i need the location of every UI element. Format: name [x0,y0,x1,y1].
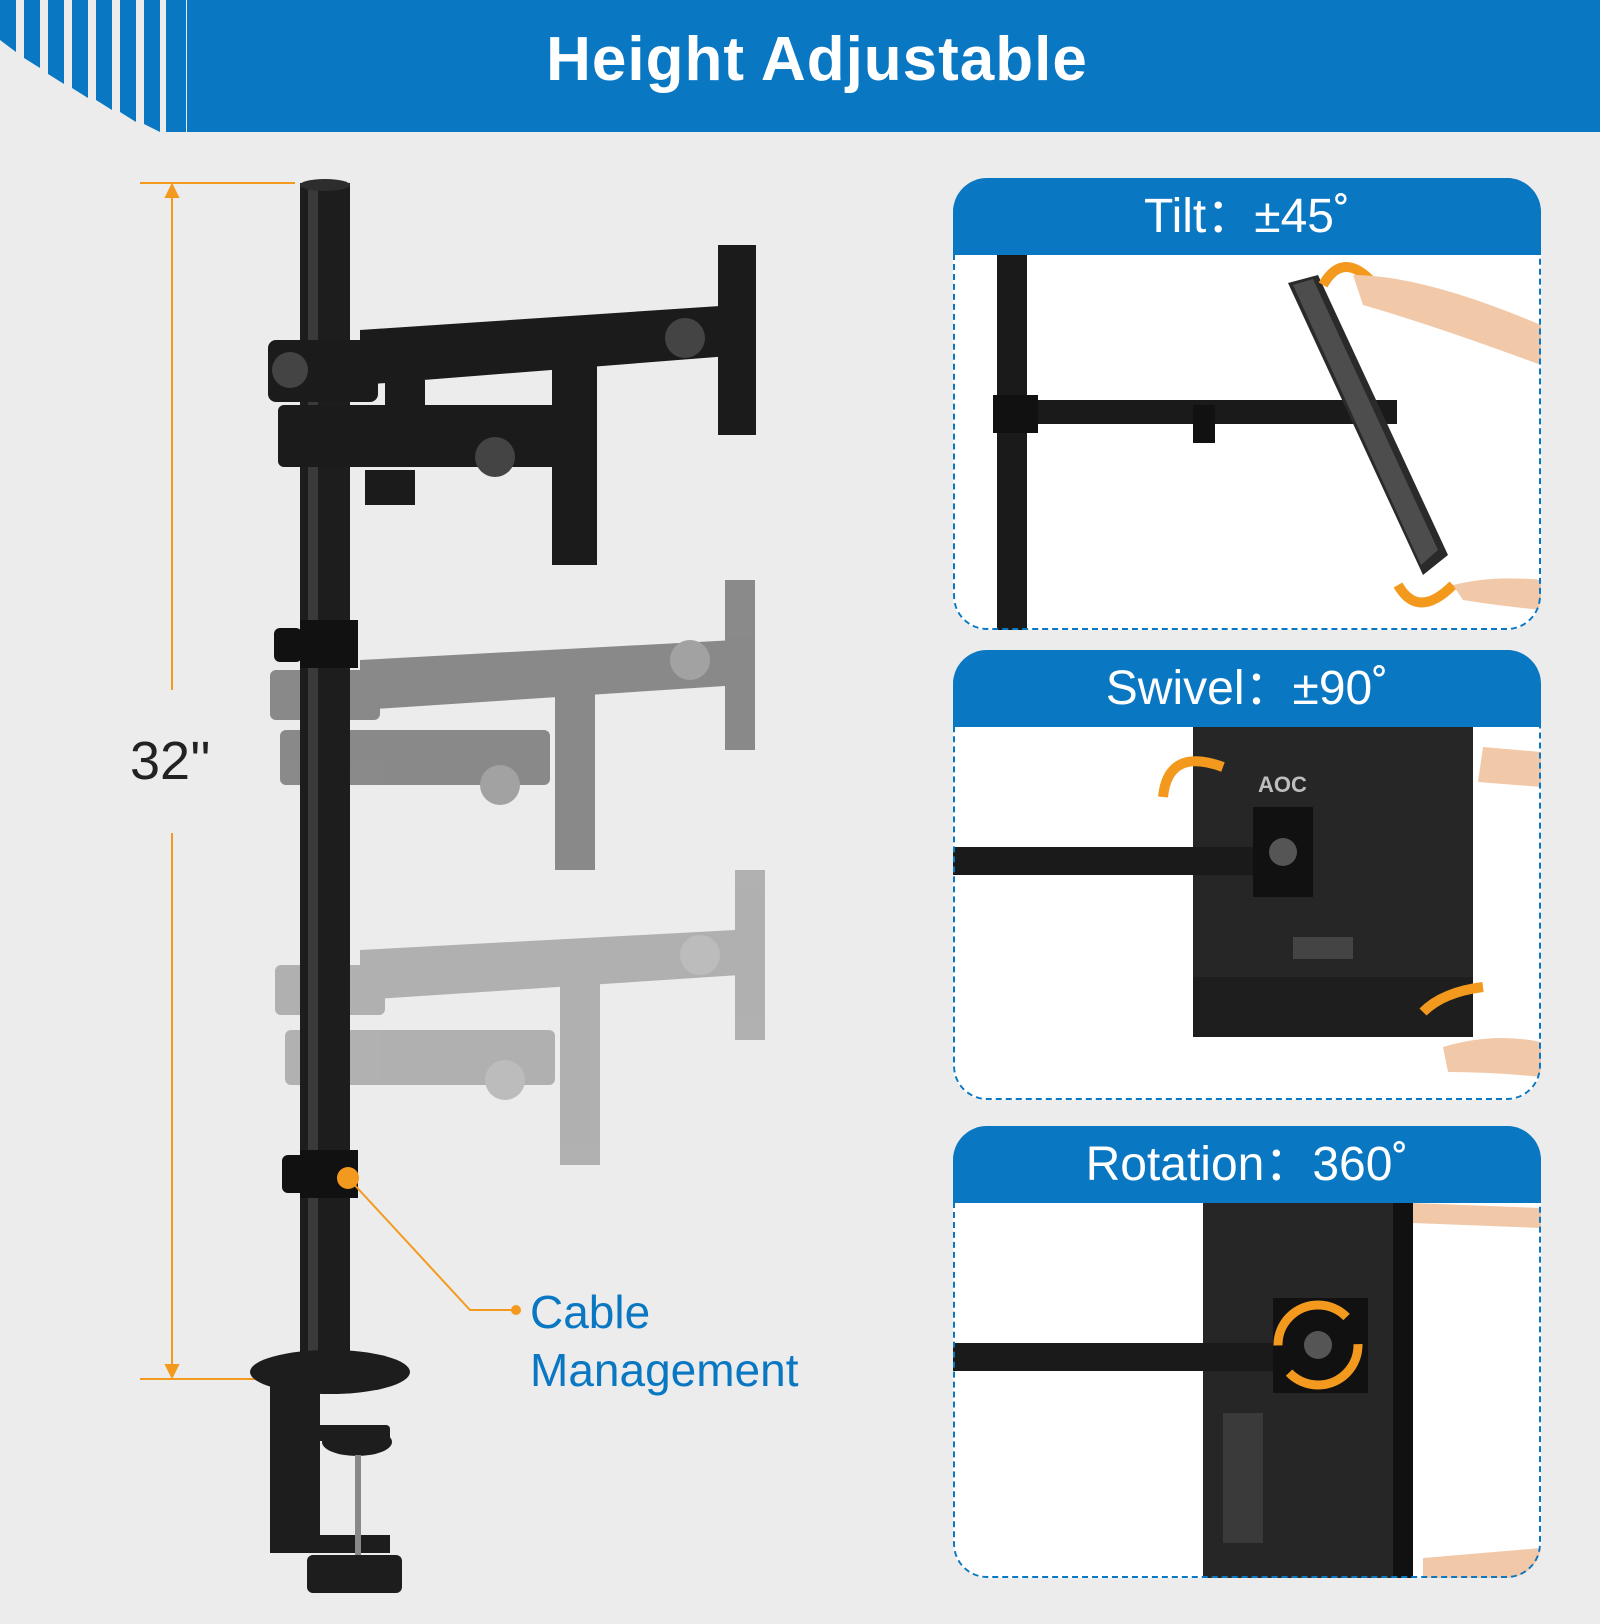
desk-clamp [250,1350,410,1593]
cable-label-line1: Cable [530,1286,651,1338]
arm-main [268,245,756,565]
tilt-illustration [993,255,1541,630]
monitor-brand-logo: AOC [1258,772,1307,797]
cable-callout-line [349,1179,515,1311]
header-stripes-decoration [0,0,186,132]
height-dimension-label: 32'' [126,730,215,792]
cable-label-line2: Management [530,1344,799,1396]
tilt-panel: Tilt：±45˚ [953,178,1541,630]
swivel-panel-title: Swivel：±90˚ [953,650,1541,727]
rotation-illustration [953,1203,1541,1578]
swivel-panel: Swivel：±90˚ AOC [953,650,1541,1100]
tilt-panel-title: Tilt：±45˚ [953,178,1541,255]
cable-management-label: Cable Management [530,1283,799,1399]
arm-ghost-lower [275,870,765,1165]
swivel-illustration: AOC [953,727,1541,1077]
cable-clip-upper [274,620,358,668]
header-banner: Height Adjustable [187,0,1600,132]
rotation-panel-title: Rotation：360˚ [953,1126,1541,1203]
page-title: Height Adjustable [546,25,1088,94]
rotation-panel: Rotation：360˚ [953,1126,1541,1578]
